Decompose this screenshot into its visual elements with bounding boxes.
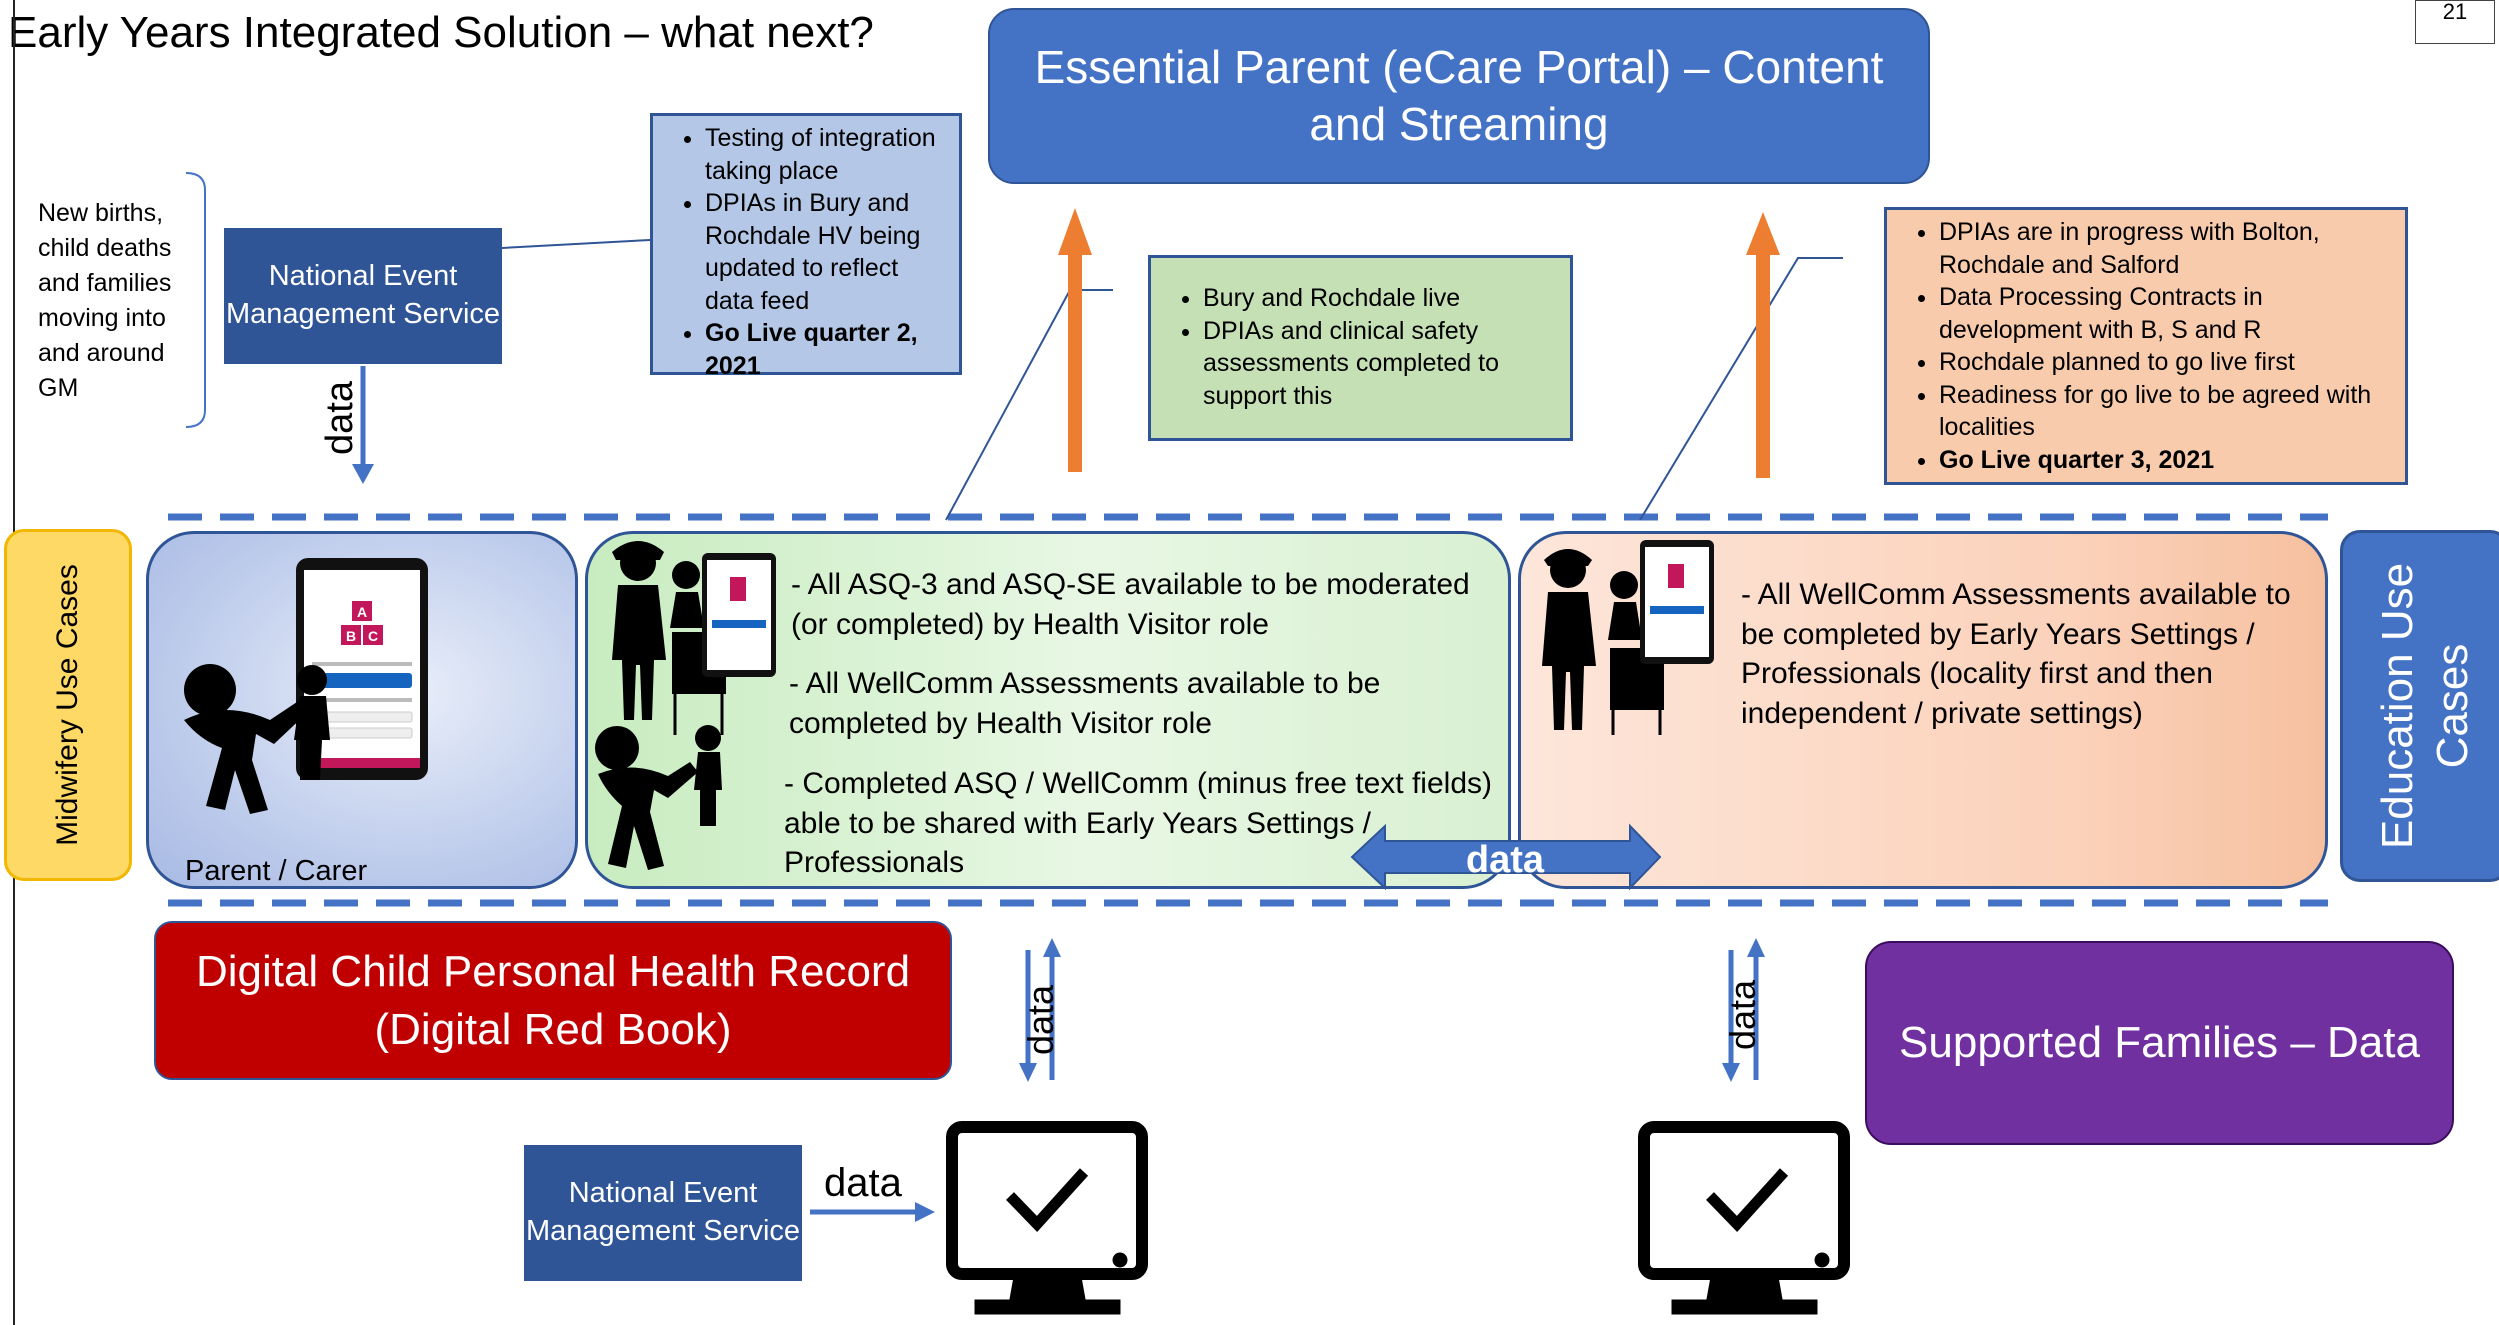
data-exchange-label: data [1466,839,1545,881]
monitor-check-icon-left [946,1121,1148,1315]
essential-parent-box: Essential Parent (eCare Portal) – Conten… [988,8,1930,184]
hv-item-1: - All ASQ-3 and ASQ-SE available to be m… [791,568,1470,641]
monitor-check-icon-right [1638,1121,1850,1315]
live-note-item: DPIAs and clinical safety assessments co… [1203,315,1556,413]
progress-note-connector [1639,257,1843,521]
new-births-text: New births, child deaths and families mo… [38,199,172,402]
new-births-bracket [185,172,206,428]
hv-item-3: - Completed ASQ / WellComm (minus free t… [784,767,1492,880]
parent-child-small-silhouette-icon [595,725,722,870]
right-vertical-data-label: data [1722,979,1763,1050]
orange-arrow-right-head [1746,212,1780,255]
phone-logo-a: A [357,604,367,620]
integration-note-item: Testing of integration taking place [705,122,945,187]
supported-families-box: Supported Families – Data [1865,941,2454,1145]
orange-arrow-left-head [1058,208,1092,255]
nems-bottom-arrow-label: data [824,1161,903,1205]
progress-note: DPIAs are in progress with Bolton, Rochd… [1884,207,2408,485]
progress-note-item: Go Live quarter 3, 2021 [1939,444,2391,477]
education-tablet-icon [1640,540,1714,664]
phone-icon: A B C [296,558,428,780]
phone-logo-c: C [368,628,378,644]
practitioner-figure-icon [1542,549,1664,735]
health-visitor-figure-icon [612,541,726,735]
midwifery-tab: Midwifery Use Cases [4,529,132,881]
parent-child-silhouette-icon [184,664,330,814]
progress-note-item: Readiness for go live to be agreed with … [1939,379,2391,444]
live-note-item: Bury and Rochdale live [1203,282,1556,315]
nems-top-box: National Event Management Service [224,228,502,364]
progress-note-item: DPIAs are in progress with Bolton, Rochd… [1939,216,2391,281]
live-note: Bury and Rochdale live DPIAs and clinica… [1148,255,1573,441]
integration-note-item: Go Live quarter 2, 2021 [705,317,945,382]
phone-logo-b: B [346,628,356,644]
orange-arrow-right-shaft [1756,250,1770,478]
digital-red-book-box: Digital Child Personal Health Record (Di… [154,921,952,1080]
live-note-connector [945,289,1113,521]
hv-tablet-icon [702,553,776,677]
education-panel-text: - All WellComm Assessments available to … [1741,578,2291,730]
orange-arrow-left-shaft [1068,250,1082,472]
page-number: 21 [2415,0,2495,44]
integration-note-item: DPIAs in Bury and Rochdale HV being upda… [705,187,945,317]
hv-item-2: - All WellComm Assessments available to … [789,667,1381,740]
nems-note-connector [501,239,651,249]
data-exchange-arrow [1350,823,1662,891]
parent-carer-label: Parent / Carer [185,855,368,887]
education-tab: Education Use Cases [2340,530,2499,882]
integration-note: Testing of integration taking place DPIA… [650,113,962,380]
nems-bottom-box: National Event Management Service [524,1145,802,1281]
nems-data-arrowhead [352,464,374,484]
left-vertical-data-label: data [1020,984,1061,1055]
progress-note-item: Data Processing Contracts in development… [1939,281,2391,346]
progress-note-item: Rochdale planned to go live first [1939,346,2391,379]
nems-data-label: data [319,380,361,455]
page-title: Early Years Integrated Solution – what n… [8,8,874,57]
